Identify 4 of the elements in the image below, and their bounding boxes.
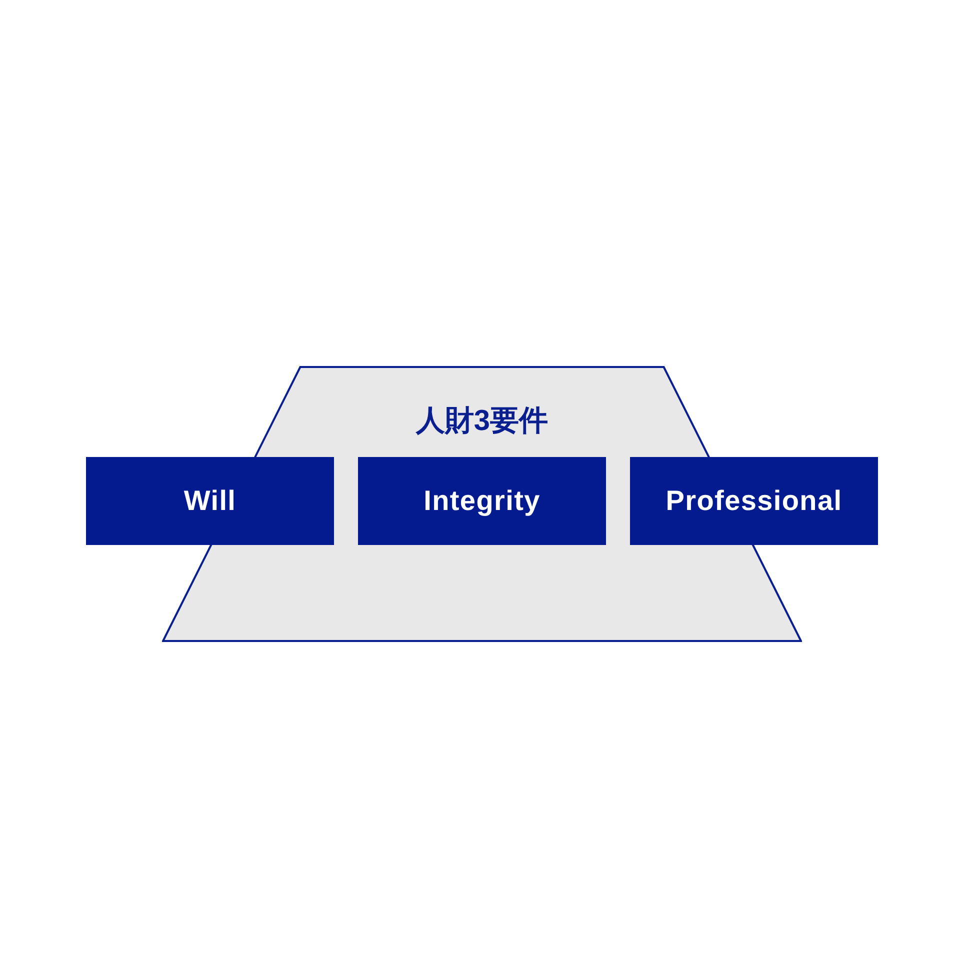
label-box: Will — [86, 457, 334, 545]
label-box: Professional — [630, 457, 878, 545]
label-box: Integrity — [358, 457, 606, 545]
heading: 人財3要件 — [416, 404, 548, 439]
